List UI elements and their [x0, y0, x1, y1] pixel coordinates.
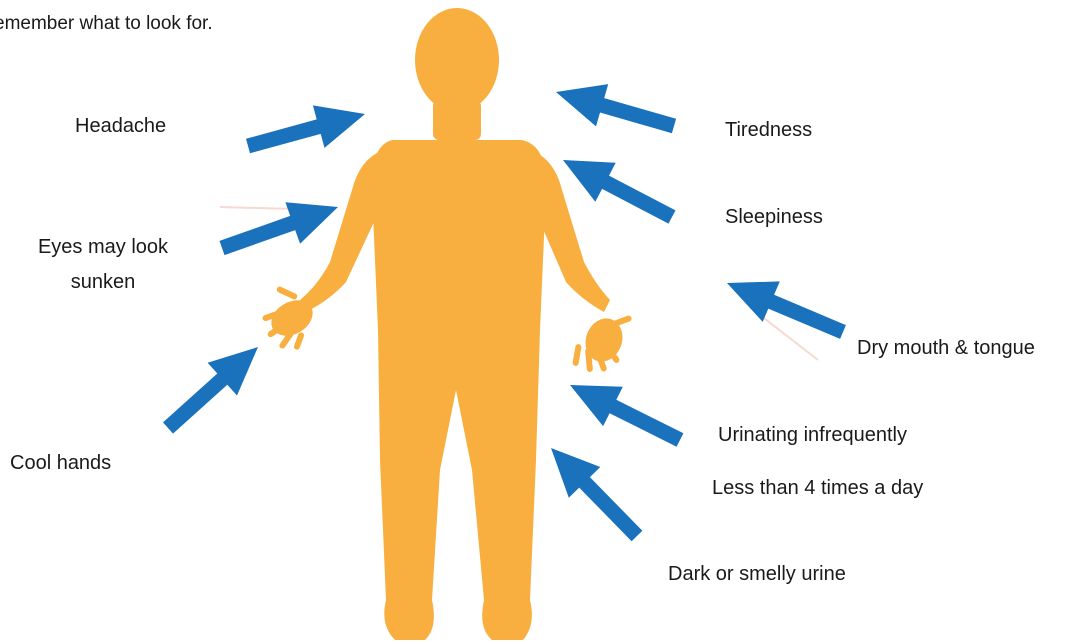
figure-head [415, 8, 499, 112]
finger [276, 286, 298, 301]
arrow-tiredness-icon [556, 84, 676, 133]
label-less-than: Less than 4 times a day [712, 476, 923, 500]
finger [293, 332, 305, 351]
label-dry-mouth: Dry mouth & tongue [857, 336, 1035, 360]
arrow-sleepiness-icon [563, 160, 676, 224]
label-dark-urine: Dark or smelly urine [668, 562, 846, 586]
arrow-eyes-icon [220, 202, 339, 255]
label-eyes-line1: Eyes may look [28, 235, 178, 259]
label-urinating: Urinating infrequently [718, 423, 907, 447]
finger [572, 344, 582, 367]
arrow-headache-icon [246, 105, 365, 153]
arrow-urinating-icon [570, 385, 683, 447]
label-cool-hands: Cool hands [10, 451, 111, 475]
label-eyes-line2: sunken [28, 270, 178, 294]
arrow-dark-urine-icon [551, 448, 642, 541]
arrow-cool-hands-icon [163, 347, 258, 434]
label-headache: Headache [75, 114, 166, 138]
figure-neck [433, 100, 481, 140]
finger [612, 315, 633, 327]
figure-body [372, 140, 546, 640]
label-tiredness: Tiredness [725, 118, 812, 142]
label-sleepiness: Sleepiness [725, 205, 823, 229]
arrow-dry-mouth-icon [727, 281, 846, 339]
intro-text: emember what to look for. [0, 12, 213, 36]
